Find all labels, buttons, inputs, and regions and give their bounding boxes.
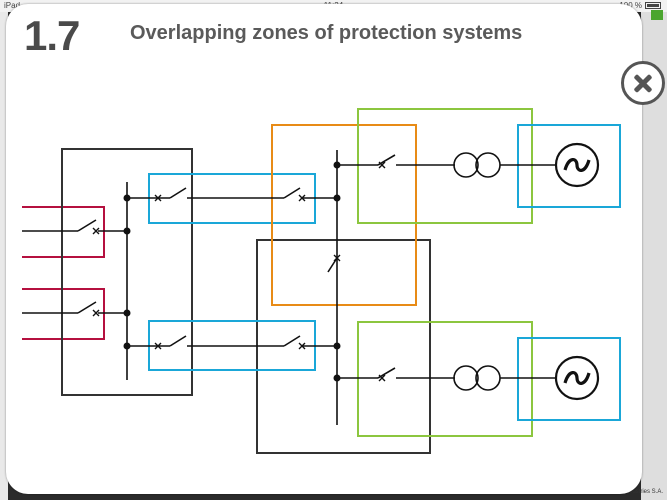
busbar-zone-left (61, 148, 193, 396)
coupler-zone (271, 124, 417, 306)
battery-indicator: 100 % (619, 0, 661, 12)
page-title: Overlapping zones of protection systems (130, 22, 523, 44)
section-number: 1.7 (24, 12, 80, 59)
generator-symbol-bottom (563, 371, 591, 385)
circuit-breaker-symbols (92, 161, 386, 382)
junction-dots (123, 161, 341, 382)
device-label: iPad (4, 1, 21, 10)
backdrop-left (0, 12, 8, 500)
transformer-zone-bottom (357, 321, 533, 437)
transformer-zone-top (357, 108, 533, 224)
battery-percent: 100 % (619, 1, 642, 10)
single-line-circuit (22, 142, 600, 425)
generator-zone-top (517, 124, 621, 208)
generator-symbol-top (563, 158, 591, 172)
generator-zone-bottom (517, 337, 621, 421)
battery-icon (645, 2, 661, 10)
footer-credit: dustries S.A. (628, 489, 663, 495)
close-button[interactable] (621, 61, 665, 105)
content-panel: 1.7 Overlapping zones of protection syst… (6, 4, 642, 494)
app-badge-icon (651, 10, 663, 20)
